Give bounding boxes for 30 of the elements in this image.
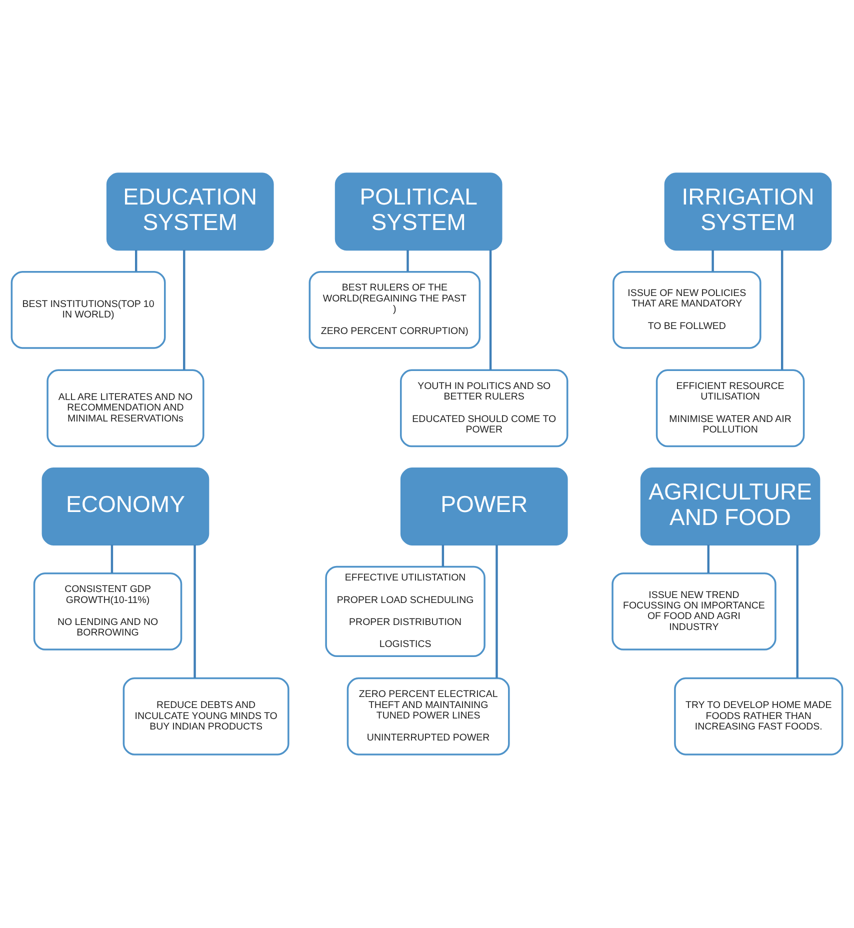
connector: [712, 250, 714, 272]
connector: [183, 250, 186, 370]
node-box: ALL ARE LITERATES AND NO RECOMMENDATION AND MINIMAL RESERVATIONs: [46, 369, 204, 448]
connector: [194, 544, 196, 678]
node-box: EDUCATION SYSTEM: [106, 172, 274, 251]
node-box: EFFECTIVE UTILISTATION PROPER LOAD SCHEDULING PROPER DISTRIBUTION LOGISTICS: [325, 566, 486, 658]
connector: [781, 250, 784, 370]
connector: [496, 544, 498, 678]
node-box: ISSUE OF NEW POLICIES THAT ARE MANDATORY TO BE FOLLWED: [612, 270, 762, 349]
node-box: BEST INSTITUTIONS(TOP 10 IN WORLD): [10, 270, 166, 349]
connector: [135, 250, 138, 272]
node-box: YOUTH IN POLITICS AND SO BETTER RULERS EDUCATED SHOULD COME TO POWER: [400, 369, 568, 448]
node-box: ECONOMY: [42, 468, 210, 546]
connector: [796, 544, 798, 678]
node-box: CONSISTENT GDP GROWTH(10-11%) NO LENDING AND NO BORROWING: [33, 572, 182, 650]
connector: [110, 544, 114, 574]
connector: [489, 250, 492, 370]
node-box: ISSUE NEW TREND FOCUSSING ON IMPORTANCE OF FOOD AND AGRI INDUSTRY: [612, 572, 776, 650]
node-box: POWER: [400, 468, 568, 546]
node-box: REDUCE DEBTS AND INCULCATE YOUNG MINDS TO BUY INDIAN PRODUCTS: [122, 677, 290, 756]
node-box: POLITICAL SYSTEM: [334, 172, 502, 251]
connector: [406, 250, 409, 272]
node-box: AGRICULTURE AND FOOD: [640, 468, 820, 546]
node-box: ZERO PERCENT ELECTRICAL THEFT AND MAINTAINING TUNED POWER LINES UNINTERRUPTED POWER: [346, 677, 510, 756]
node-box: BEST RULERS OF THE WORLD(REGAINING THE PAST ) ZERO PERCENT CORRUPTION): [308, 270, 481, 349]
connector: [442, 544, 444, 567]
node-box: TRY TO DEVELOP HOME MADE FOODS RATHER THAN INCREASING FAST FOODS.: [674, 677, 844, 756]
node-box: IRRIGATION SYSTEM: [664, 172, 832, 251]
connector: [707, 544, 710, 574]
node-box: EFFICIENT RESOURCE UTILISATION MINIMISE WATER AND AIR POLLUTION: [656, 369, 805, 448]
